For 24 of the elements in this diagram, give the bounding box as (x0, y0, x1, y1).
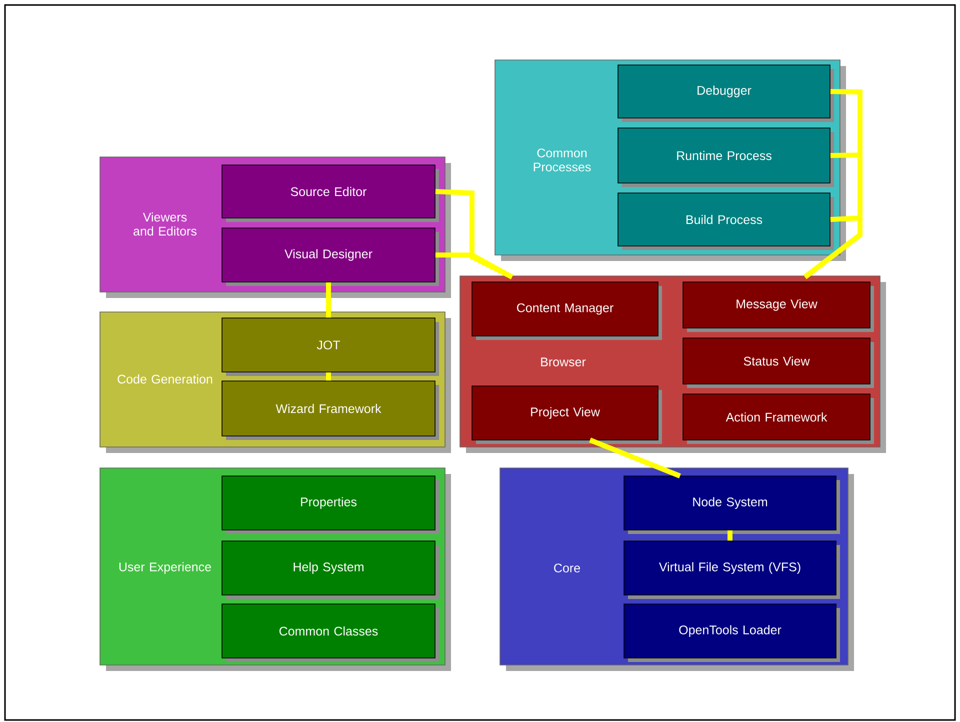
component-box: Virtual File System (VFS) (624, 540, 840, 599)
component-box: Common Classes (222, 604, 439, 662)
component-box: Status View (682, 338, 874, 388)
connector-line (728, 530, 732, 541)
component-box: OpenTools Loader (624, 604, 840, 662)
component-box: Help System (222, 540, 439, 599)
component-box: Properties (222, 476, 439, 534)
component-box: Debugger (618, 64, 834, 122)
component-box: Runtime Process (618, 128, 834, 187)
connector-line (326, 282, 331, 318)
component-box: Action Framework (682, 394, 874, 444)
connector-line (326, 372, 331, 381)
component-box: Project View (472, 386, 662, 444)
connector-line (804, 215, 863, 279)
component-box: Message View (682, 282, 874, 332)
component-box: JOT (222, 318, 439, 376)
component-box: Visual Designer (222, 228, 439, 286)
component-box: Content Manager (472, 282, 662, 340)
component-box: Build Process (618, 192, 834, 250)
connector-line (435, 252, 514, 280)
component-box: Source Editor (222, 164, 439, 222)
component-box: Node System (624, 476, 840, 534)
component-box: Wizard Framework (222, 380, 439, 440)
connector-line (589, 438, 681, 478)
